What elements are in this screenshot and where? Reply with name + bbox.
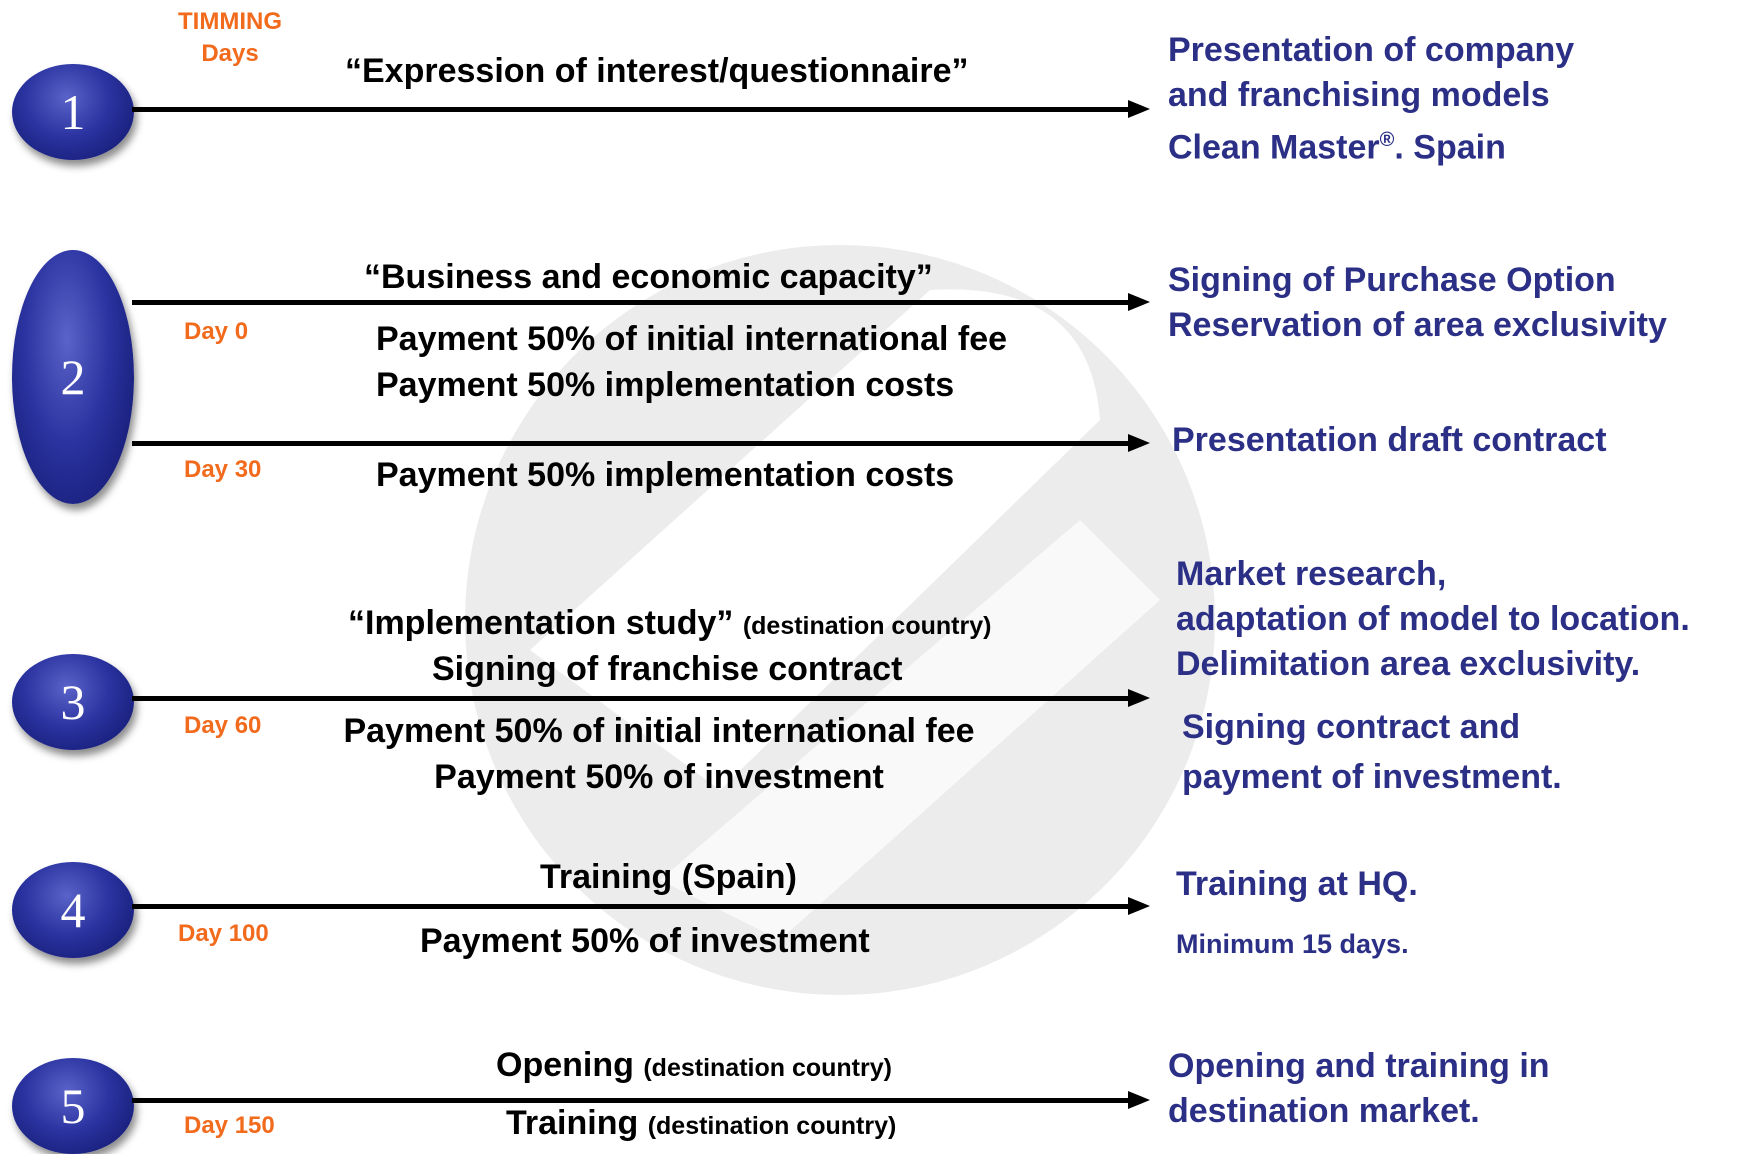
step-2-outcome-a: Signing of Purchase Option Reservation o…	[1168, 261, 1667, 344]
step-4-label: Training (Spain)	[540, 858, 797, 896]
step-3-arrowhead	[1128, 689, 1150, 707]
step-3-label: “Implementation study” (destination coun…	[348, 604, 992, 642]
step-5-arrowhead	[1128, 1091, 1150, 1109]
step-1-badge: 1	[12, 64, 134, 160]
step-3-outcome-2: Signing contract and payment of investme…	[1182, 708, 1562, 796]
step-2-label: “Business and economic capacity”	[364, 258, 933, 296]
step-5-bottom-label: Training (destination country)	[506, 1104, 897, 1142]
step-2-badge: 2	[12, 250, 134, 504]
step-4-arrowhead	[1128, 897, 1150, 915]
step-2-arrowhead-a	[1128, 293, 1150, 311]
step-5-day: Day 150	[184, 1112, 275, 1139]
step-4-payment: Payment 50% of investment	[420, 922, 870, 960]
step-2-outcome-b: Presentation draft contract	[1172, 421, 1607, 459]
step-4-day: Day 100	[178, 920, 269, 947]
step-2-arrow-line-a	[132, 300, 1132, 305]
step-5-label: Opening (destination country)	[496, 1046, 892, 1084]
step-5-badge: 5	[12, 1058, 134, 1154]
step-3-payments: Payment 50% of initial international fee…	[343, 712, 975, 796]
step-3-day: Day 60	[184, 712, 262, 739]
timing-header: TIMMING Days	[150, 6, 310, 70]
step-3-badge: 3	[12, 654, 134, 750]
step-2-day-b: Day 30	[184, 456, 262, 483]
step-4-arrow-line	[132, 904, 1132, 909]
step-4-outcome-small: Minimum 15 days.	[1176, 929, 1409, 959]
step-3-label-2: Signing of franchise contract	[432, 650, 903, 688]
timing-title: TIMMING	[178, 8, 282, 35]
step-3-arrow-line	[132, 696, 1132, 701]
timing-days-label: Days	[201, 40, 259, 67]
step-4-badge: 4	[12, 862, 134, 958]
step-5-arrow-line	[132, 1098, 1132, 1103]
step-1-arrowhead	[1128, 100, 1150, 118]
step-3-outcome: Market research, adaptation of model to …	[1176, 555, 1690, 683]
step-2-day-a: Day 0	[184, 318, 249, 345]
step-2-arrowhead-b	[1128, 434, 1150, 452]
step-1-outcome: Presentation of company and franchising …	[1168, 31, 1575, 167]
step-2-payments-a: Payment 50% of initial international fee…	[376, 320, 1008, 404]
step-5-outcome: Opening and training in destination mark…	[1168, 1047, 1550, 1130]
step-4-outcome: Training at HQ.	[1176, 865, 1418, 903]
step-1-label: “Expression of interest/questionnaire”	[345, 52, 969, 90]
step-1-arrow-line	[132, 107, 1132, 112]
step-2-arrow-line-b	[132, 441, 1132, 446]
step-2-payment-b: Payment 50% implementation costs	[376, 456, 955, 494]
